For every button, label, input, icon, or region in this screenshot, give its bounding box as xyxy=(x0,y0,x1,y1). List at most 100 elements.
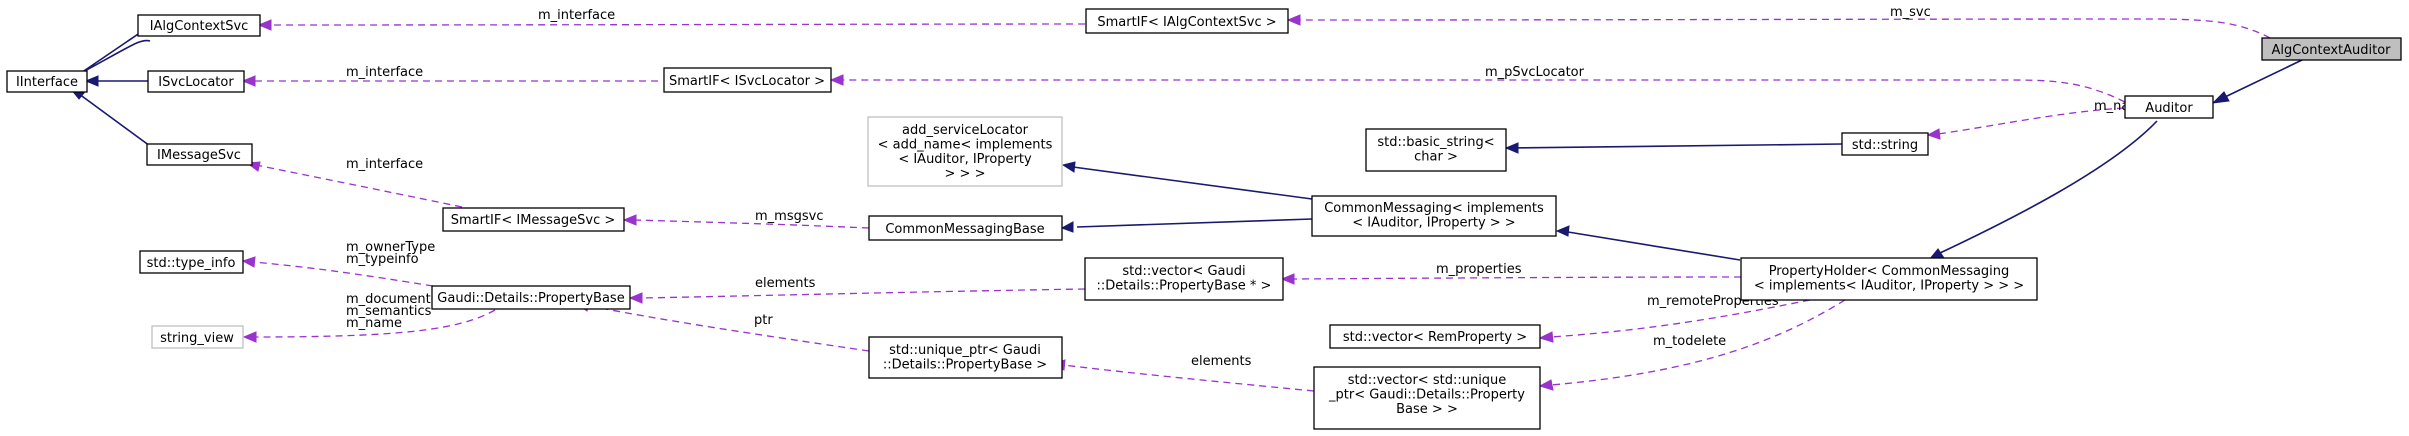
svg-text:IInterface: IInterface xyxy=(16,75,78,90)
svg-text:std::vector< std::unique_ptr<: std::vector< std::unique_ptr< Gaudi::Det… xyxy=(1328,373,1525,417)
label-line: string_view xyxy=(160,331,234,346)
label-line: CommonMessagingBase xyxy=(885,222,1044,237)
node-propertyholder[interactable]: PropertyHolder< CommonMessaging< impleme… xyxy=(1740,257,2038,301)
arrowhead-use-smartif-algcontext xyxy=(1286,14,1301,26)
edge-propertyholder-to-vector-propertybase xyxy=(1292,276,1742,280)
node-basic-string[interactable]: std::basic_string<char > xyxy=(1365,128,1507,172)
label-line: std::vector< RemProperty > xyxy=(1343,330,1527,345)
arrowhead-use-ialgcontextsvc xyxy=(257,19,272,31)
edge-label-m-psvclocator: m_pSvcLocator xyxy=(1485,65,1585,80)
node-commonmessagingbase[interactable]: CommonMessagingBase xyxy=(868,215,1063,241)
edge-label-m-properties: m_properties xyxy=(1436,262,1522,277)
edge-propertybase-to-type-info xyxy=(252,261,434,287)
arrowhead-use-vector-remproperty xyxy=(1538,331,1554,343)
label-line: elements xyxy=(1191,354,1252,369)
label-line: < implements< IAuditor, IProperty > > > xyxy=(1754,279,2024,294)
label-line: SmartIF< IMessageSvc > xyxy=(451,213,616,228)
svg-text:SmartIF< ISvcLocator >: SmartIF< ISvcLocator > xyxy=(669,74,825,89)
node-smartif-svclocator[interactable]: SmartIF< ISvcLocator > xyxy=(663,67,832,93)
node-add-servicelocator[interactable]: add_serviceLocator< add_name< implements… xyxy=(867,116,1063,187)
label-line: _ptr< Gaudi::Details::Property xyxy=(1328,388,1525,403)
label-line: AlgContextAuditor xyxy=(2271,43,2391,58)
label-line: ::Details::PropertyBase > xyxy=(883,358,1047,373)
node-unique-ptr[interactable]: std::unique_ptr< Gaudi::Details::Propert… xyxy=(868,336,1063,379)
node-isvclocator[interactable]: ISvcLocator xyxy=(147,70,245,93)
edge-commonmessagingbase-to-commonmessaging xyxy=(1076,218,1313,228)
svg-text:add_serviceLocator< add_name<: add_serviceLocator< add_name< implements… xyxy=(878,123,1053,182)
node-ialgcontextsvc[interactable]: IAlgContextSvc xyxy=(137,14,261,37)
edge-label-m-interface-messagesvc: m_interface xyxy=(346,157,423,172)
svg-text:Gaudi::Details::PropertyBase: Gaudi::Details::PropertyBase xyxy=(437,291,624,306)
edge-label-m-svc: m_svc xyxy=(1890,5,1931,20)
node-type-info[interactable]: std::type_info xyxy=(139,250,244,274)
node-std-string[interactable]: std::string xyxy=(1841,132,1929,156)
label-line: Gaudi::Details::PropertyBase xyxy=(437,291,624,306)
label-line: std::unique_ptr< Gaudi xyxy=(889,343,1041,358)
edge-label-elements-propertybase: elements xyxy=(755,276,816,291)
edge-label-m-msgsvc: m_msgsvc xyxy=(755,209,823,224)
edge-unique-ptr-to-propertybase xyxy=(584,304,870,352)
label-line: m_todelete xyxy=(1653,334,1726,349)
svg-text:std::unique_ptr< Gaudi::Detail: std::unique_ptr< Gaudi::Details::Propert… xyxy=(883,343,1047,373)
arrowhead-inherit-commonmessagingbase xyxy=(1060,221,1074,233)
arrowhead-inherit-auditor xyxy=(2211,91,2230,104)
label-line: char > xyxy=(1414,150,1458,165)
node-vector-propertybase[interactable]: std::vector< Gaudi::Details::PropertyBas… xyxy=(1084,257,1284,301)
svg-text:SmartIF< IMessageSvc >: SmartIF< IMessageSvc > xyxy=(451,213,616,228)
svg-text:PropertyHolder< CommonMessagin: PropertyHolder< CommonMessaging< impleme… xyxy=(1754,264,2024,294)
label-line: m_interface xyxy=(538,8,615,23)
label-line: IMessageSvc xyxy=(157,148,241,163)
svg-text:CommonMessaging< implements< I: CommonMessaging< implements< IAuditor, I… xyxy=(1324,201,1544,231)
edge-commonmessagingbase-to-smartif-messagesvc xyxy=(634,219,870,229)
node-propertybase[interactable]: Gaudi::Details::PropertyBase xyxy=(431,285,631,310)
node-iinterface[interactable]: IInterface xyxy=(6,70,88,93)
label-line: m_interface xyxy=(346,65,423,80)
node-auditor[interactable]: Auditor xyxy=(2124,95,2214,119)
label-line: CommonMessaging< implements xyxy=(1324,201,1544,216)
svg-text:std::vector< RemProperty >: std::vector< RemProperty > xyxy=(1343,330,1527,345)
edge-vector-propertybase-to-propertybase xyxy=(640,288,1086,299)
label-line: m_interface xyxy=(346,157,423,172)
label-line: m_semantics xyxy=(346,304,432,319)
node-string-view[interactable]: string_view xyxy=(151,325,244,349)
svg-text:CommonMessagingBase: CommonMessagingBase xyxy=(885,222,1044,237)
edge-label-ptr: ptr xyxy=(754,313,773,328)
label-line: add_serviceLocator xyxy=(902,123,1029,138)
arrowhead-inherit-add-servicelocator xyxy=(1061,161,1076,173)
label-line: Auditor xyxy=(2145,101,2193,116)
label-line: m_name xyxy=(346,316,402,331)
node-vector-remproperty[interactable]: std::vector< RemProperty > xyxy=(1329,324,1541,349)
label-line: ::Details::PropertyBase * > xyxy=(1097,279,1272,294)
edge-imessagesvc-to-iinterface xyxy=(74,90,151,147)
arrowhead-use-smartif-svclocator xyxy=(829,74,844,86)
svg-text:std::basic_string<char >: std::basic_string<char > xyxy=(1377,135,1494,165)
label-line: < IAuditor, IProperty xyxy=(898,152,1032,167)
arrowhead-use-propertybase xyxy=(628,292,643,304)
node-smartif-messagesvc[interactable]: SmartIF< IMessageSvc > xyxy=(442,207,625,232)
edge-label-m-interface-algcontext: m_interface xyxy=(538,8,615,23)
edge-smartif-messagesvc-to-imessagesvc xyxy=(255,164,463,208)
edge-label-elements-unique: elements xyxy=(1191,354,1252,369)
node-smartif-algcontext[interactable]: SmartIF< IAlgContextSvc > xyxy=(1085,8,1289,34)
svg-text:ISvcLocator: ISvcLocator xyxy=(158,75,234,90)
arrowhead-use-vector-unique xyxy=(1538,379,1554,391)
arrowhead-use-string xyxy=(1926,128,1941,140)
node-commonmessaging[interactable]: CommonMessaging< implements< IAuditor, I… xyxy=(1311,195,1557,237)
label-line: ptr xyxy=(754,313,773,328)
svg-text:AlgContextAuditor: AlgContextAuditor xyxy=(2271,43,2391,58)
label-line: IInterface xyxy=(16,75,78,90)
label-line: PropertyHolder< CommonMessaging xyxy=(1769,264,2010,279)
edge-smartif-algcontext-to-ialgcontextsvc xyxy=(269,23,1086,26)
edge-propertybase-to-string-view xyxy=(254,309,496,338)
svg-text:std::string: std::string xyxy=(1852,138,1918,153)
label-line: < add_name< implements xyxy=(878,138,1053,153)
node-imessagesvc[interactable]: IMessageSvc xyxy=(146,143,253,166)
arrowhead-inherit-basic-string xyxy=(1504,142,1519,154)
label-line: std::string xyxy=(1852,138,1918,153)
label-line: m_ownerType xyxy=(346,240,435,255)
edge-auditor-to-smartif-svclocator xyxy=(841,79,2126,103)
svg-text:string_view: string_view xyxy=(160,331,234,346)
node-vector-unique-ptr[interactable]: std::vector< std::unique_ptr< Gaudi::Det… xyxy=(1313,366,1541,430)
node-algcontextauditor[interactable]: AlgContextAuditor xyxy=(2261,37,2402,61)
